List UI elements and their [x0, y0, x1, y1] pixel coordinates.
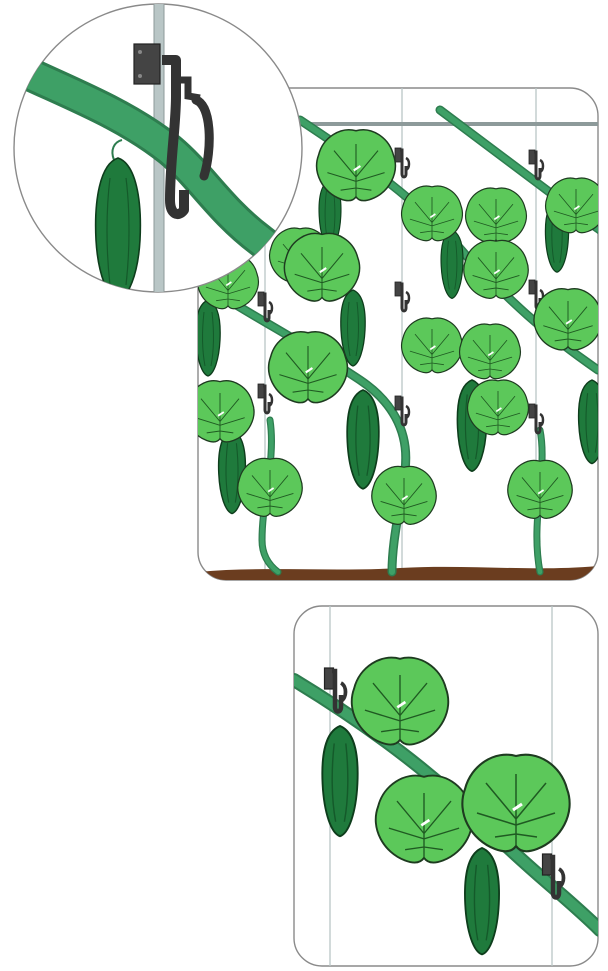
trellis-panel-bottom	[294, 606, 600, 966]
